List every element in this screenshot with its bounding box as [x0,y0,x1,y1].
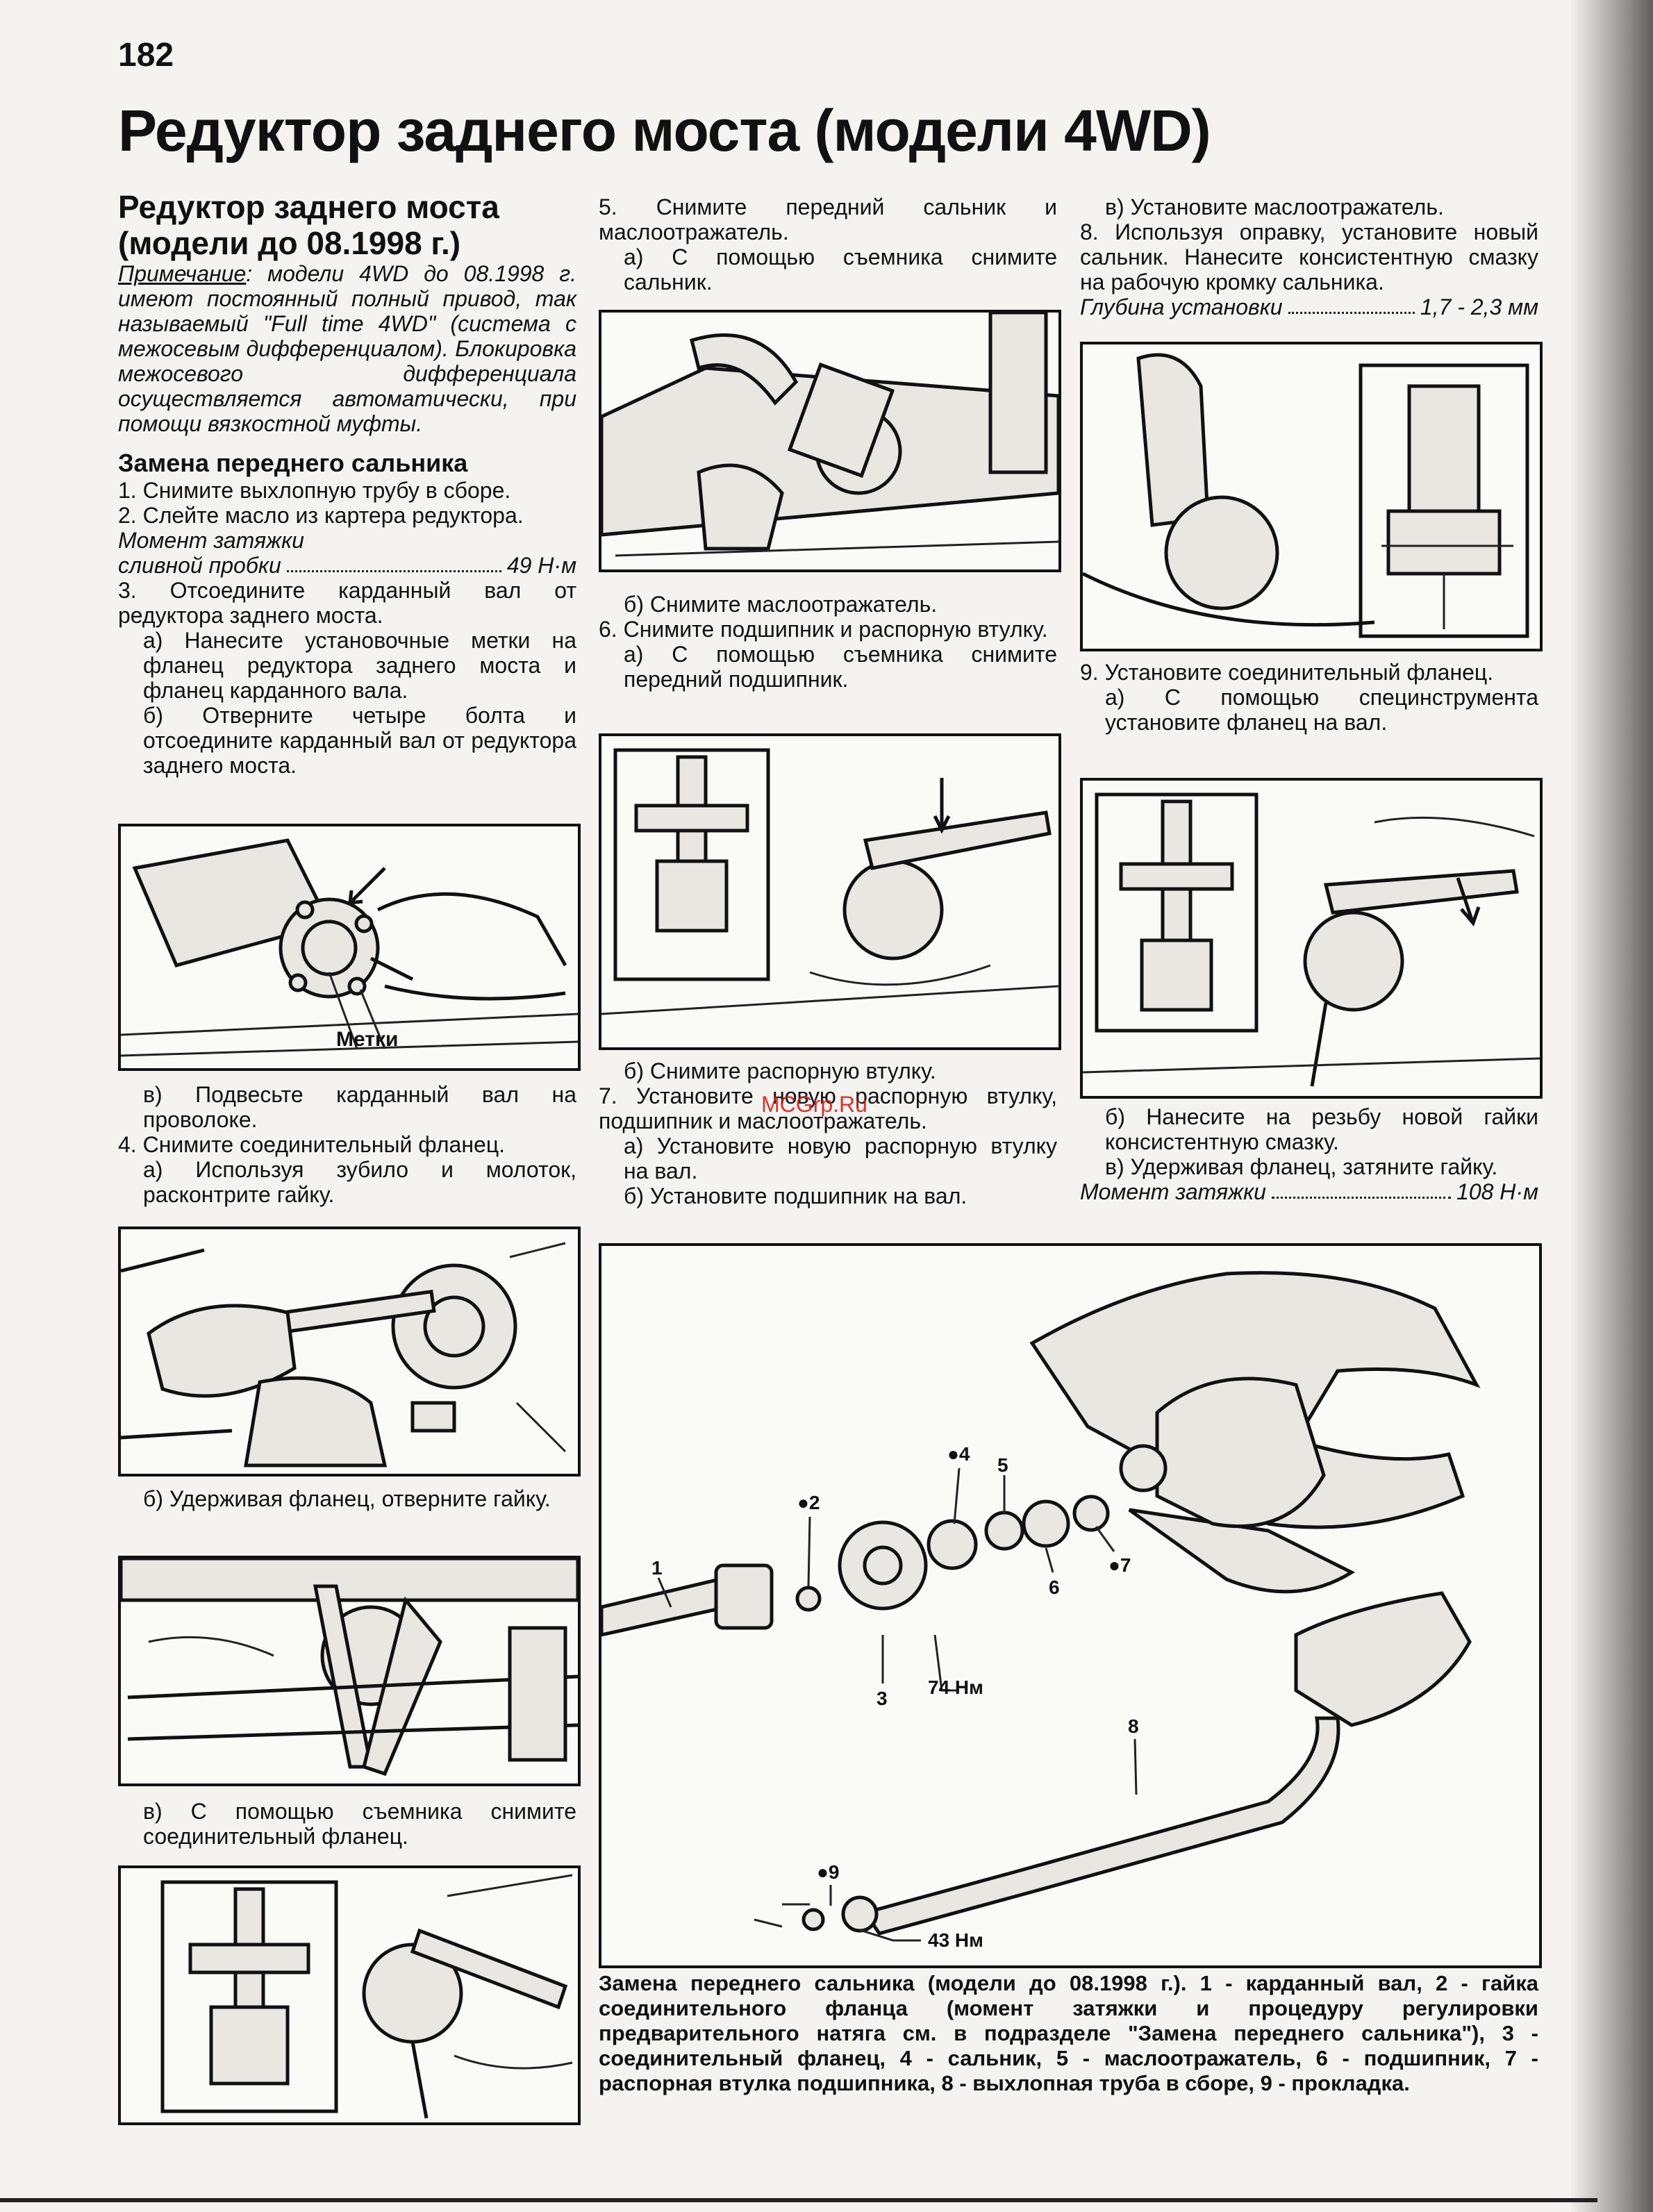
figure-bearing-puller-art [601,748,1058,1015]
note-label: Примечание [118,261,247,286]
figure-seal-puller [599,310,1061,572]
step-7c: в) Установите маслоотражатель. [1105,194,1444,219]
step-3: 3. Отсоедините карданный вал от редуктор… [118,578,576,628]
torque-1-label: Момент затяжки [118,528,304,553]
leader-dots [286,553,501,572]
subsection-title: Замена переднего сальника [118,449,468,477]
callout-4: ●4 [947,1443,970,1465]
figure-flange-installer [1080,778,1543,1099]
step-4a: а) Используя зубило и молоток, расконтри… [143,1157,576,1207]
figure-seal-puller-art [601,313,1058,557]
callout-5: 5 [997,1454,1008,1476]
callout-9: ●9 [817,1861,840,1883]
depth-value: 1,7 - 2,3 мм [1420,294,1538,319]
step-3a: а) Нанесите установочные метки на фланец… [143,628,576,703]
diagram-caption: Замена переднего сальника (модели до 08.… [599,1971,1538,2095]
note-text: : модели 4WD до 08.1998 г. имеют постоян… [118,261,576,436]
figure-seal-installer-art [1083,353,1529,638]
step-6b: б) Снимите распорную втулку. [624,1058,936,1083]
note: Примечание: модели 4WD до 08.1998 г. име… [118,261,576,436]
torque-43: 43 Нм [928,1929,983,1951]
column-2-bottom: б) Снимите распорную втулку. 7. Установи… [599,1058,1057,1208]
step-3c: в) Подвесьте карданный вал на проволоке. [143,1082,576,1132]
callout-6: 6 [1049,1577,1060,1598]
page-title: Редуктор заднего моста (модели 4WD) [118,98,1211,163]
depth-label: Глубина установки [1080,294,1283,319]
step-2: 2. Слейте масло из картера редуктора. [118,503,524,528]
torque-2-label: Момент затяжки [1080,1179,1266,1204]
figure-chisel-hammer-art [121,1242,567,1467]
figure-flange-installer-art [1083,792,1540,1087]
column-3-mid: 9. Установите соединительный фланец. а) … [1080,660,1538,735]
depth-spec: Глубина установки 1,7 - 2,3 мм [1080,294,1538,319]
page-bottom-rule [0,2198,1597,2202]
torque-1-label-2: сливной пробки [118,553,281,578]
section-title: Редуктор заднего моста (модели до 08.199… [118,189,499,261]
callout-1: 1 [651,1557,663,1579]
figure-exploded-diagram: 1 ●2 3 ●4 5 6 ●7 8 ●9 74 Нм 43 Нм [599,1243,1542,1968]
column-3-bottom: б) Нанесите на резьбу новой гайки консис… [1080,1104,1538,1204]
callout-7: ●7 [1108,1554,1131,1576]
figure-bearing-puller [599,733,1061,1050]
step-3b: б) Отверните четыре болта и отсоедините … [143,703,576,778]
step-9c: в) Удерживая фланец, затяните гайку. [1105,1154,1498,1179]
figure-hold-flange [118,1556,581,1786]
figure-driveshaft-marks-art [121,838,578,1057]
torque-2-spec: Момент затяжки 108 Н·м [1080,1179,1538,1204]
torque-74: 74 Нм [928,1677,983,1698]
column-2-mid: б) Снимите маслоотражатель. 6. Снимите п… [599,592,1057,692]
step-4b: б) Удерживая фланец, отверните гайку. [143,1486,551,1511]
column-1-step-4b: б) Удерживая фланец, отверните гайку. [118,1486,576,1511]
column-1-mid: в) Подвесьте карданный вал на проволоке.… [118,1082,576,1207]
torque-1-value: 49 Н·м [506,553,576,578]
callout-2: ●2 [797,1492,820,1513]
page-edge-shadow [1571,0,1653,2212]
step-5: 5. Снимите передний сальник и маслоотраж… [599,194,1057,244]
leader-dots [1288,294,1415,314]
figure-flange-puller [118,1865,581,2125]
callout-3: 3 [877,1688,888,1709]
step-8: 8. Используя оправку, установите новый с… [1080,219,1538,294]
step-9a: а) С помощью специнструмента установите … [1105,685,1538,735]
step-4c: в) С помощью съемника снимите соединител… [143,1799,576,1849]
figure-hold-flange-art [121,1558,578,1777]
column-1-top: Редуктор заднего моста (модели до 08.199… [118,189,576,778]
step-6a: а) С помощью съемника снимите передний п… [624,642,1057,692]
column-1-step-4c: в) С помощью съемника снимите соединител… [118,1799,576,1849]
figure-flange-puller-art [160,1874,573,2119]
callout-8: 8 [1128,1715,1139,1737]
step-1: 1. Снимите выхлопную трубу в сборе. [118,478,511,503]
figure-seal-installer [1080,342,1543,651]
column-2-top: 5. Снимите передний сальник и маслоотраж… [599,194,1057,294]
leader-dots [1271,1179,1452,1199]
step-5b: б) Снимите маслоотражатель. [624,592,938,617]
watermark: MCGrp.Ru [761,1092,867,1117]
page-number: 182 [118,37,174,74]
step-4: 4. Снимите соединительный фланец. [118,1132,506,1157]
figure-chisel-hammer [118,1226,581,1477]
step-6: 6. Снимите подшипник и распорную втулку. [599,617,1048,642]
column-3-top: в) Установите маслоотражатель. 8. Исполь… [1080,194,1538,319]
torque-2-value: 108 Н·м [1456,1179,1538,1204]
step-7: 7. Установите новую распорную втулку, по… [599,1083,1057,1133]
torque-1-spec: сливной пробки 49 Н·м [118,553,576,578]
figure-driveshaft-marks: Метки [118,824,581,1071]
figure-label-marks: Метки [336,1028,399,1051]
figure-exploded-diagram-art [601,1271,1481,1942]
step-5a: а) С помощью съемника снимите сальник. [624,244,1057,294]
step-7a: а) Установите новую распорную втулку на … [624,1133,1057,1183]
step-9b: б) Нанесите на резьбу новой гайки консис… [1105,1104,1538,1154]
step-9: 9. Установите соединительный фланец. [1080,660,1494,685]
step-7b: б) Установите подшипник на вал. [624,1183,967,1208]
